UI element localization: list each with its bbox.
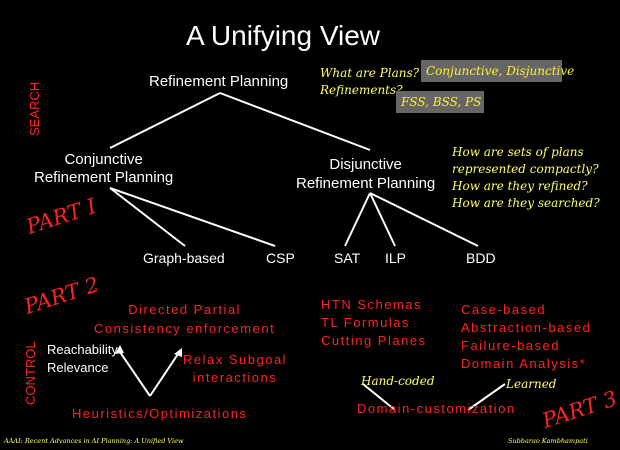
edge-conjunctive-csp bbox=[109, 187, 276, 247]
fss-label: FSS, BSS, PS bbox=[401, 95, 482, 109]
relax-subgoal-node: Relax Subgoal interactions bbox=[183, 351, 287, 387]
case-item-1: Case-based bbox=[461, 302, 547, 317]
heuristics-node: Heuristics/Optimizations bbox=[72, 406, 248, 421]
sets-q1: How are sets of plans bbox=[452, 145, 584, 159]
connector-lines bbox=[109, 92, 506, 411]
conj-disj-label: Conjunctive, Disjunctive bbox=[426, 64, 575, 78]
edge-handcoded-domain bbox=[362, 383, 396, 411]
sets-q2: represented compactly? bbox=[452, 162, 599, 176]
case-item-3: Failure-based bbox=[461, 338, 560, 353]
conjunctive-line1: Conjunctive bbox=[64, 151, 143, 168]
htn-item-3: Cutting Planes bbox=[321, 333, 427, 348]
htn-list: HTN Schemas TL Formulas Cutting Planes bbox=[321, 296, 427, 350]
search-side-label: SEARCH bbox=[27, 81, 42, 136]
disjunctive-line1: Disjunctive bbox=[329, 156, 402, 173]
csp-node: CSP bbox=[266, 250, 295, 266]
arrowhead-reach bbox=[115, 345, 124, 354]
edge-disjunctive-ilp bbox=[369, 192, 396, 247]
sat-node: SAT bbox=[334, 250, 361, 266]
reachability-line1: Reachability bbox=[47, 342, 118, 357]
directed-partial-line2: Consistency enforcement bbox=[94, 321, 276, 336]
conjunctive-line2: Refinement Planning bbox=[34, 169, 174, 186]
edge-reach-heuristics bbox=[119, 351, 151, 397]
question-refinements: Refinements? bbox=[320, 83, 403, 97]
directed-partial-node: Directed Partial Consistency enforcement bbox=[94, 300, 275, 338]
edge-disjunctive-sat bbox=[344, 192, 371, 247]
graph-based-node: Graph-based bbox=[143, 250, 225, 266]
htn-item-1: HTN Schemas bbox=[321, 297, 423, 312]
reachability-node: Reachability Relevance bbox=[47, 341, 118, 377]
edge-disjunctive-bdd bbox=[369, 192, 479, 247]
hand-coded-label: Hand-coded bbox=[361, 374, 435, 388]
edge-conjunctive-graph bbox=[109, 187, 186, 247]
conjunctive-node: Conjunctive Refinement Planning bbox=[34, 151, 173, 187]
bdd-node: BDD bbox=[466, 250, 496, 266]
slide-title: A Unifying View bbox=[186, 20, 381, 51]
case-list: Case-based Abstraction-based Failure-bas… bbox=[461, 301, 591, 373]
disjunctive-line2: Refinement Planning bbox=[296, 175, 436, 192]
htn-item-2: TL Formulas bbox=[321, 315, 410, 330]
footer-right: Subbarao Kambhampati bbox=[508, 437, 588, 445]
relax-line2: interactions bbox=[192, 370, 278, 385]
case-item-4: Domain Analysis* bbox=[461, 356, 587, 371]
sets-q3: How are they refined? bbox=[452, 179, 588, 193]
arrowhead-relax bbox=[174, 348, 182, 357]
learned-label: Learned bbox=[506, 377, 557, 391]
relax-line1: Relax Subgoal bbox=[183, 352, 288, 367]
edge-root-disjunctive bbox=[219, 92, 371, 151]
question-what-are-plans: What are Plans? bbox=[320, 66, 420, 80]
edge-root-conjunctive bbox=[109, 92, 221, 149]
disjunctive-node: Disjunctive Refinement Planning bbox=[296, 155, 435, 193]
sets-of-plans-questions: How are sets of plans represented compac… bbox=[452, 144, 600, 212]
root-node-refinement-planning: Refinement Planning bbox=[149, 73, 289, 90]
sets-q4: How are they searched? bbox=[452, 196, 600, 210]
control-side-label: CONTROL bbox=[23, 341, 38, 405]
fss-box bbox=[396, 91, 484, 113]
reachability-line2: Relevance bbox=[47, 360, 109, 375]
footer-left: AAAI: Recent Advances in AI Planning: A … bbox=[4, 437, 184, 445]
conj-disj-box bbox=[421, 60, 562, 82]
edge-relax-heuristics bbox=[149, 353, 179, 397]
case-item-2: Abstraction-based bbox=[461, 320, 592, 335]
domain-customization-node: Domain-customization bbox=[357, 401, 516, 416]
directed-partial-line1: Directed Partial bbox=[128, 302, 242, 317]
edge-learned-domain bbox=[467, 383, 506, 411]
ilp-node: ILP bbox=[385, 250, 407, 266]
